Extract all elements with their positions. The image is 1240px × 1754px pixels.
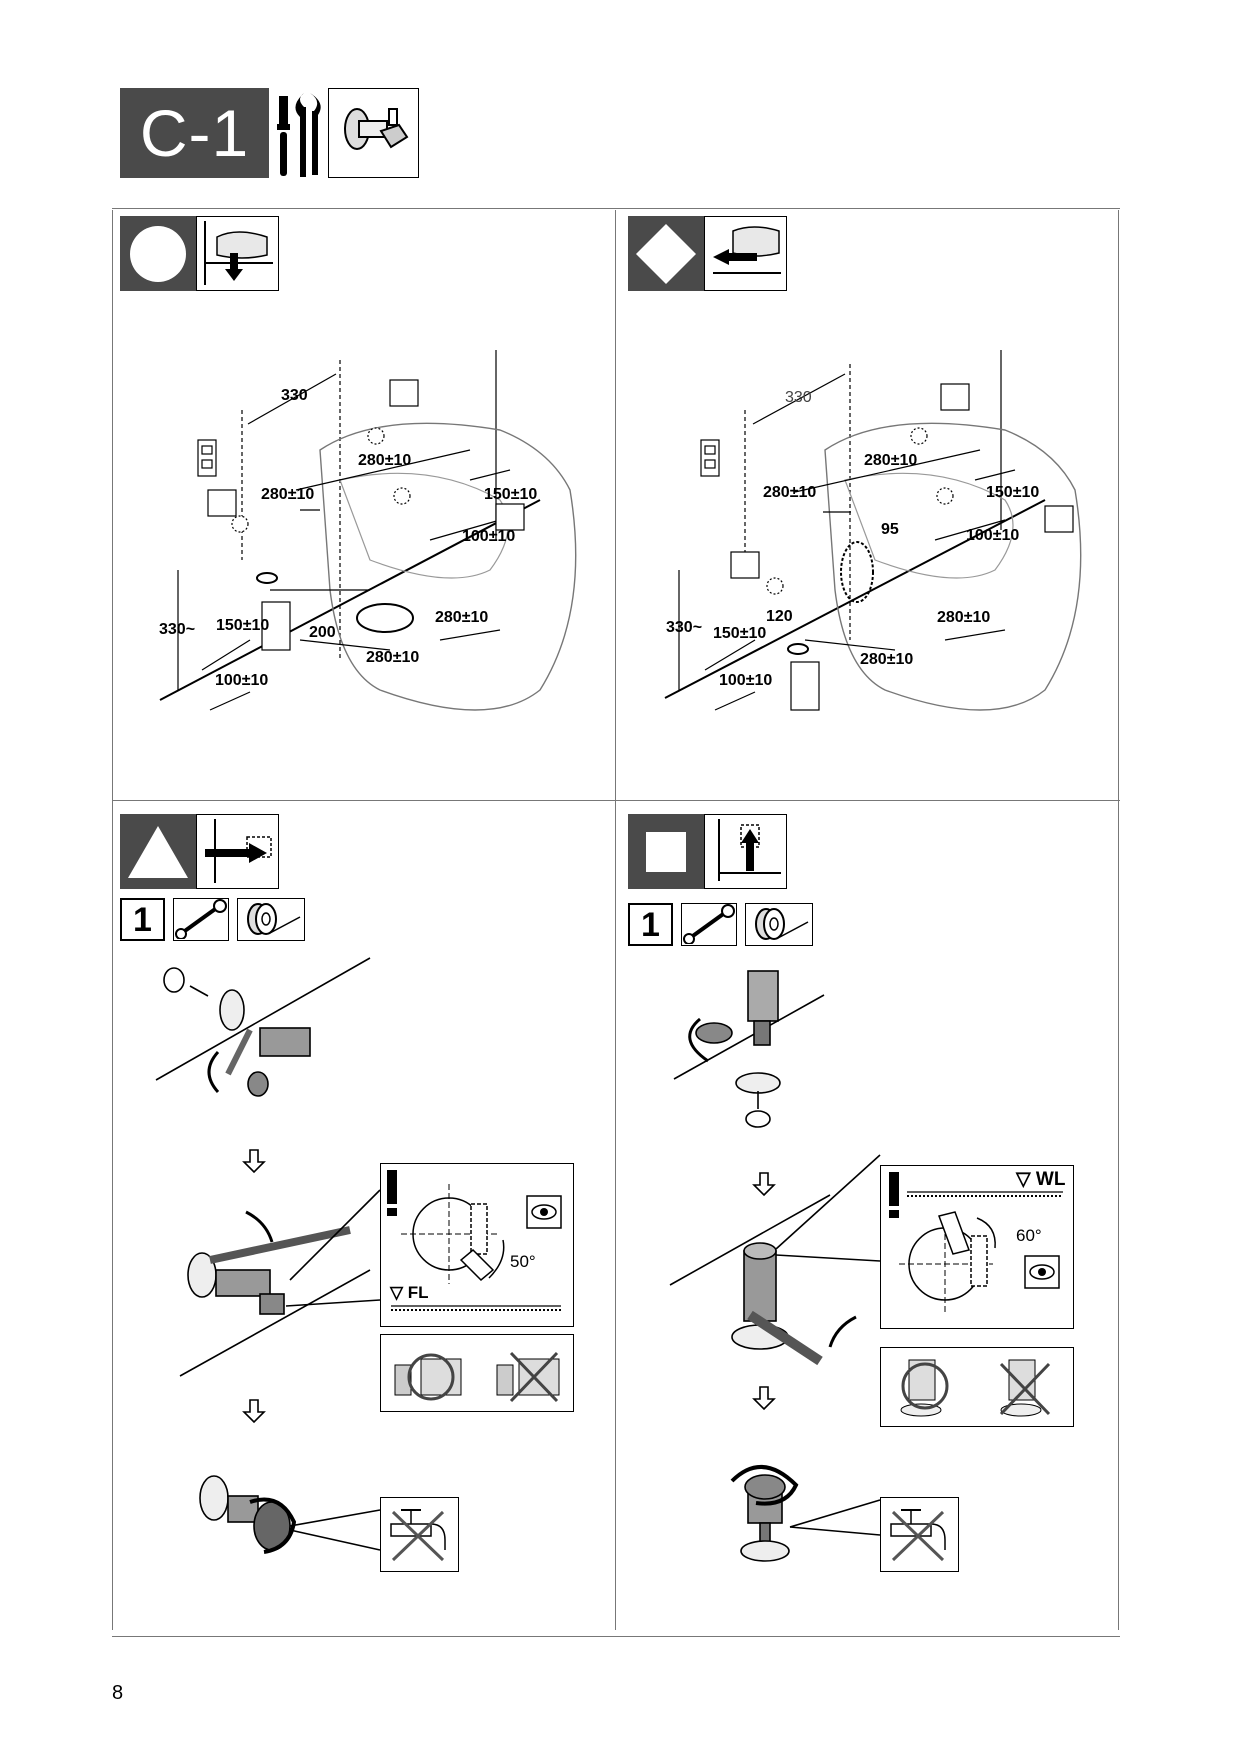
bottom-rule <box>112 1636 1120 1637</box>
circle-symbol-badge <box>120 216 196 291</box>
floor-supply-icon <box>196 216 279 291</box>
angle-60-label: 60° <box>1016 1226 1042 1245</box>
correct-incorrect-orientation-box <box>380 1334 574 1412</box>
dim-b-280-mid: 280±10 <box>937 609 991 626</box>
wrench-icon <box>173 898 229 941</box>
floor-level-label: ▽ FL <box>390 1283 429 1302</box>
no-tap-icon-c <box>380 1497 459 1572</box>
step-number-d: 1 <box>641 906 660 944</box>
wrench-icon-d <box>681 903 737 946</box>
dim-b-330-top: 330 <box>785 389 812 406</box>
water-level-label: ▽ WL <box>1016 1169 1066 1190</box>
tools-icon <box>274 88 324 178</box>
dim-b-100-bottom: 100±10 <box>719 672 773 689</box>
correct-incorrect-orientation-box-d <box>880 1347 1074 1427</box>
dim-a-330-top: 330 <box>281 387 308 404</box>
grid-middle-divider <box>112 800 1120 801</box>
dim-b-150-left: 150±10 <box>713 625 767 642</box>
wall-supply-icon <box>704 216 787 291</box>
top-rule <box>112 208 1120 209</box>
dim-b-280-left: 280±10 <box>763 484 817 501</box>
dim-b-100-right: 100±10 <box>966 527 1020 544</box>
sealing-tape-icon-d <box>745 903 813 946</box>
diamond-symbol-badge <box>628 216 704 291</box>
sealing-tape-icon <box>237 898 305 941</box>
dim-a-280-top: 280±10 <box>358 452 412 469</box>
dim-a-150-right: 150±10 <box>484 486 538 503</box>
dim-b-150-right: 150±10 <box>986 484 1040 501</box>
triangle-symbol-badge <box>120 814 196 889</box>
dim-a-100-right: 100±10 <box>462 528 516 545</box>
angle-detail-box-d <box>880 1165 1074 1329</box>
floor-valve-icon <box>704 814 787 889</box>
no-tap-icon-d <box>880 1497 959 1572</box>
dim-a-330-side: 330~ <box>159 621 196 638</box>
dim-a-200: 200 <box>309 624 336 641</box>
section-code-badge: C-1 <box>120 88 269 178</box>
angle-50-label: 50° <box>510 1252 536 1271</box>
step-number-box: 1 <box>120 898 165 941</box>
angle-valve-icon <box>328 88 419 178</box>
dim-b-95: 95 <box>881 521 899 538</box>
dim-b-280-top: 280±10 <box>864 452 918 469</box>
dim-b-280-bottom: 280±10 <box>860 651 914 668</box>
dim-b-120: 120 <box>766 608 793 625</box>
dim-a-150-left: 150±10 <box>216 617 270 634</box>
step-number-box-d: 1 <box>628 903 673 946</box>
dim-a-280-bottom: 280±10 <box>366 649 420 666</box>
step-number: 1 <box>133 901 152 939</box>
panel-b-drawing <box>645 340 1105 720</box>
wall-valve-icon <box>196 814 279 889</box>
dim-a-280-mid: 280±10 <box>435 609 489 626</box>
square-symbol-badge <box>628 814 704 889</box>
grid-center-divider <box>615 210 616 1630</box>
panel-d-install-drawing <box>660 955 1080 1575</box>
dim-b-330-side: 330~ <box>666 619 703 636</box>
angle-detail-box <box>380 1163 574 1327</box>
grid-left-border <box>112 210 113 1630</box>
dim-a-280-left: 280±10 <box>261 486 315 503</box>
grid-right-border <box>1118 210 1119 1630</box>
page-number: 8 <box>112 1682 124 1704</box>
panel-c-install-drawing <box>150 950 570 1570</box>
dim-a-100-bottom: 100±10 <box>215 672 269 689</box>
panel-a-drawing <box>140 340 600 720</box>
